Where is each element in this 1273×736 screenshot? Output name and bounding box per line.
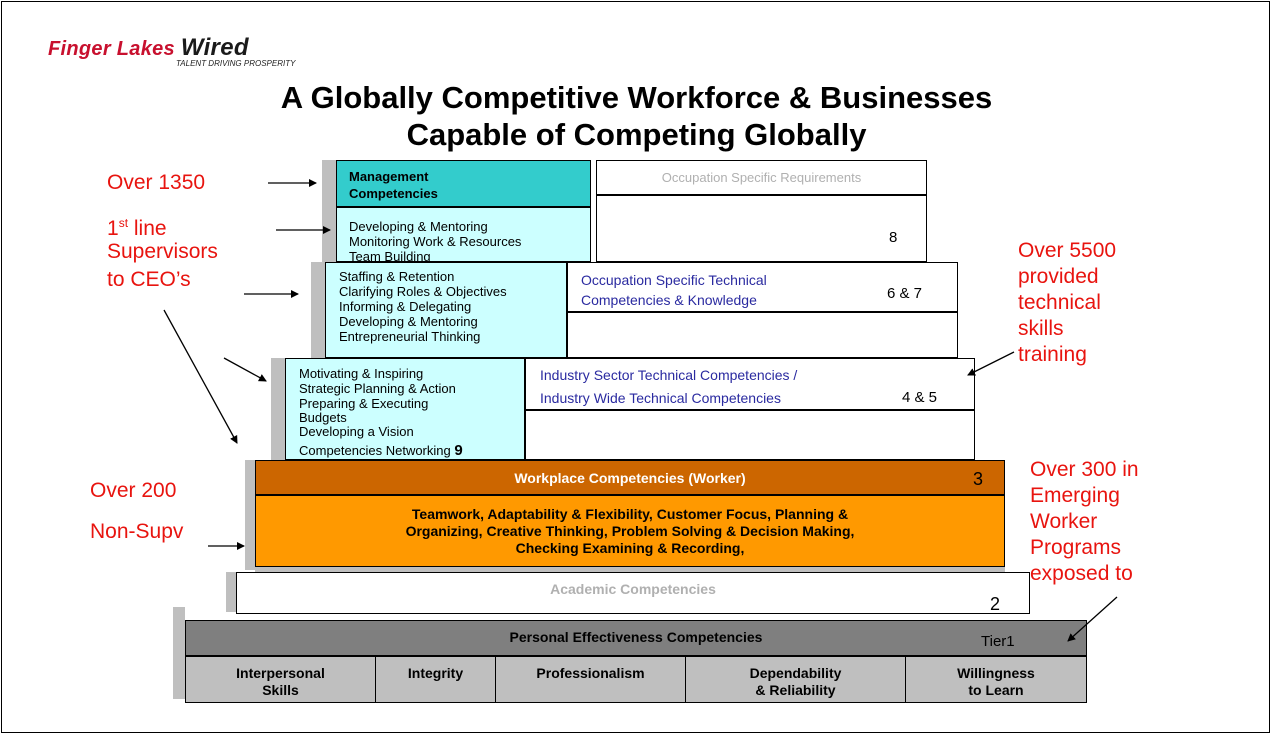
- annotation-over-300: Over 300 in Emerging Worker Programs exp…: [1030, 457, 1139, 587]
- tier45-right-line1: Industry Sector Technical Competencies /: [540, 367, 798, 383]
- tier8-header-label: Management Competencies: [349, 169, 438, 201]
- annotation-first-line-sup: st: [118, 216, 129, 230]
- tier8-header: Management Competencies: [336, 160, 591, 207]
- annotation-over-5500-line: training: [1018, 343, 1087, 366]
- tier67-right-line2: Competencies & Knowledge: [581, 292, 757, 308]
- annotation-over-200: Over 200: [90, 479, 177, 502]
- tier1-cell-line1: Integrity: [407, 665, 464, 681]
- tier45-last-item-label: Competencies Networking: [299, 443, 451, 458]
- tier45-item: Budgets: [299, 410, 347, 425]
- tier1-cell-line1: Dependability: [749, 665, 842, 681]
- annotation-over-300-line: Programs: [1030, 536, 1122, 559]
- tier3-shadow: [245, 460, 255, 570]
- tier2-label: Academic Competencies: [550, 581, 716, 597]
- annotation-over-300-line: Emerging: [1030, 484, 1120, 507]
- tier1-cell-line2: to Learn: [968, 682, 1024, 698]
- tier67-occupation-technical: Occupation Specific Technical Competenci…: [567, 262, 958, 312]
- title-line-2: Capable of Competing Globally: [406, 117, 867, 152]
- tier1-header-label: Personal Effectiveness Competencies: [509, 629, 763, 645]
- tier45-item: Motivating & Inspiring: [299, 366, 424, 381]
- annotation-over-5500: Over 5500 provided technical skills trai…: [1018, 238, 1116, 368]
- tier1-cell: Dependability & Reliability: [686, 657, 906, 702]
- tier67-number: 6 & 7: [887, 285, 923, 302]
- logo-name-part1: Finger Lakes: [48, 38, 181, 60]
- tier1-label: Tier1: [981, 633, 1015, 650]
- annotation-over-300-line: Worker: [1030, 510, 1098, 533]
- tier1-cell-line1: Interpersonal: [236, 665, 325, 681]
- tier1-cell: Integrity: [376, 657, 496, 702]
- tier2-academic: Academic Competencies 2: [236, 572, 1030, 614]
- annotation-over-300-line: Over 300 in: [1030, 458, 1139, 481]
- tier45-item: Developing a Vision: [299, 424, 414, 439]
- tier8-item: Team Building: [349, 249, 431, 262]
- tier8-list: Developing & Mentoring Monitoring Work &…: [336, 207, 591, 262]
- annotation-over-5500-line: technical: [1018, 291, 1101, 314]
- tier3-header-label: Workplace Competencies (Worker): [514, 470, 746, 486]
- annotation-over-5500-line: provided: [1018, 265, 1099, 288]
- annotation-non-supv: Non-Supv: [90, 520, 184, 543]
- annotation-supervisors: Supervisors: [107, 240, 218, 263]
- tier1-cell-line2: & Reliability: [755, 682, 836, 698]
- tier8-right-body: 8: [596, 195, 927, 262]
- tier67-list: Staffing & Retention Clarifying Roles & …: [325, 262, 567, 358]
- tier3-number: 3: [973, 469, 984, 489]
- tier3-header: Workplace Competencies (Worker) 3: [255, 460, 1005, 495]
- tier67-item: Staffing & Retention: [339, 269, 455, 284]
- tier1-cell-line2: Skills: [262, 682, 299, 698]
- tier1-cell-line1: Willingness: [957, 665, 1035, 681]
- tier8-shadow: [322, 160, 336, 262]
- tier45-item: Preparing & Executing: [299, 396, 429, 411]
- logo-name-part2: Wired: [180, 34, 249, 61]
- tier67-item: Clarifying Roles & Objectives: [339, 284, 507, 299]
- tier8-item: Monitoring Work & Resources: [349, 234, 522, 249]
- tier45-number: 4 & 5: [902, 389, 938, 406]
- tier3-body: Teamwork, Adaptability & Flexibility, Cu…: [255, 495, 1005, 567]
- tier67-item: Entrepreneurial Thinking: [339, 329, 481, 344]
- tier67-item: Developing & Mentoring: [339, 314, 478, 329]
- tier8-number: 8: [889, 229, 898, 246]
- tier45-right-line2: Industry Wide Technical Competencies: [540, 390, 781, 406]
- tier3-body-line: Checking Examining & Recording,: [515, 540, 745, 556]
- tier1-shadow: [173, 607, 185, 699]
- tier45-last-item: Competencies Networking 9: [299, 443, 524, 458]
- tier67-item: Informing & Delegating: [339, 299, 472, 314]
- tier3-bottom-shadow: [255, 567, 1005, 572]
- annotation-first-line-text: line: [128, 217, 167, 240]
- logo-tagline: TALENT DRIVING PROSPERITY: [176, 59, 296, 68]
- tier67-right-line1: Occupation Specific Technical: [581, 272, 767, 288]
- tier1-cell: Willingness to Learn: [906, 657, 1086, 702]
- tier1-header: Personal Effectiveness Competencies Tier…: [185, 620, 1087, 656]
- tier45-item: Strategic Planning & Action: [299, 381, 456, 396]
- tier1-cell-line1: Professionalism: [536, 665, 645, 681]
- annotation-to-ceos: to CEO’s: [107, 268, 191, 291]
- tier1-cell: Professionalism: [496, 657, 686, 702]
- tier3-body-line: Teamwork, Adaptability & Flexibility, Cu…: [411, 506, 849, 522]
- tier1-cells-row: Interpersonal Skills Integrity Professio…: [185, 656, 1087, 703]
- annotation-over-5500-line: Over 5500: [1018, 239, 1117, 262]
- tier1-cell: Interpersonal Skills: [186, 657, 376, 702]
- tier8-occupation-requirements-label: Occupation Specific Requirements: [661, 170, 862, 185]
- tier45-list: Motivating & Inspiring Strategic Plannin…: [285, 358, 525, 460]
- annotation-first-line-number: 1: [107, 217, 119, 240]
- tier2-number: 2: [990, 594, 1001, 614]
- title-line-1: A Globally Competitive Workforce & Busin…: [280, 80, 993, 115]
- tier8-item: Developing & Mentoring: [349, 219, 488, 234]
- tier3-body-line: Organizing, Creative Thinking, Problem S…: [405, 523, 855, 539]
- tier8-occupation-requirements: Occupation Specific Requirements: [596, 160, 927, 195]
- annotation-over-5500-line: skills: [1018, 317, 1064, 340]
- annotation-over-1350: Over 1350: [107, 171, 206, 194]
- tier45-industry-technical: Industry Sector Technical Competencies /…: [525, 358, 975, 410]
- finger-lakes-wired-logo: Finger Lakes Wired TALENT DRIVING PROSPE…: [48, 34, 295, 68]
- tier67-shadow: [311, 262, 325, 358]
- tier45-last-number: 9: [454, 442, 463, 459]
- annotation-first-line: 1st line: [107, 210, 167, 242]
- tier2-shadow: [226, 572, 236, 612]
- tier45-right-body: [525, 410, 975, 460]
- tier67-right-body: [567, 312, 958, 358]
- annotation-over-300-line: exposed to: [1030, 562, 1133, 585]
- tier45-shadow: [271, 358, 285, 460]
